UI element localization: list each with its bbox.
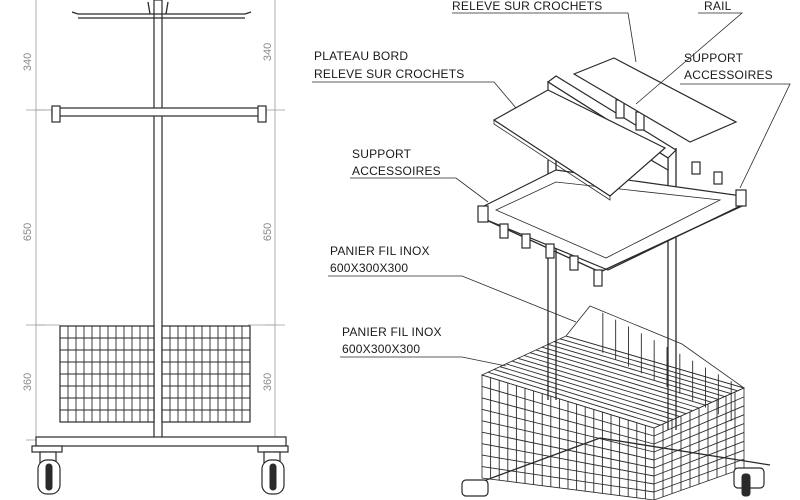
label-releve-sur-crochets: RELEVE SUR CROCHETS (452, 0, 603, 13)
label-panier-1-line1: PANIER FIL INOX (330, 244, 430, 258)
dim-right-top: 340 (262, 43, 274, 61)
dim-right-middle: 650 (262, 223, 274, 241)
left-dimension-chain (26, 0, 60, 445)
label-support-right-line2: ACCESSOIRES (684, 68, 773, 82)
front-caster-left (37, 451, 61, 495)
label-panier-1-line2: 600X300X300 (330, 261, 408, 275)
iso-base (461, 437, 771, 497)
isometric-view: RELEVE SUR CROCHETS RAIL PLATEAU BORD RE… (312, 0, 791, 500)
front-view: 340 650 360 340 650 360 (22, 0, 289, 495)
label-rail: RAIL (704, 0, 732, 13)
dim-right-bottom: 360 (262, 373, 274, 391)
central-mast (153, 0, 163, 441)
label-support-left-line2: ACCESSOIRES (352, 164, 441, 178)
dim-left-top: 340 (22, 53, 34, 71)
label-support-right-line1: SUPPORT (684, 51, 744, 65)
front-baskets (59, 325, 251, 423)
base-frame (31, 436, 289, 453)
iso-wire-basket (480, 305, 746, 500)
dim-left-bottom: 360 (22, 373, 34, 391)
iso-plateau (492, 57, 738, 201)
top-hook-bar (71, 1, 252, 19)
label-support-left-line1: SUPPORT (352, 147, 412, 161)
label-plateau-line2: RELEVE SUR CROCHETS (314, 67, 465, 81)
dim-left-middle: 650 (22, 223, 34, 241)
label-plateau-line1: PLATEAU BORD (314, 49, 408, 63)
leader-lines (312, 12, 791, 367)
label-panier-2-line1: PANIER FIL INOX (342, 325, 442, 339)
middle-crossbar (51, 105, 267, 123)
label-panier-2-line2: 600X300X300 (342, 342, 420, 356)
front-caster-right (261, 451, 285, 495)
